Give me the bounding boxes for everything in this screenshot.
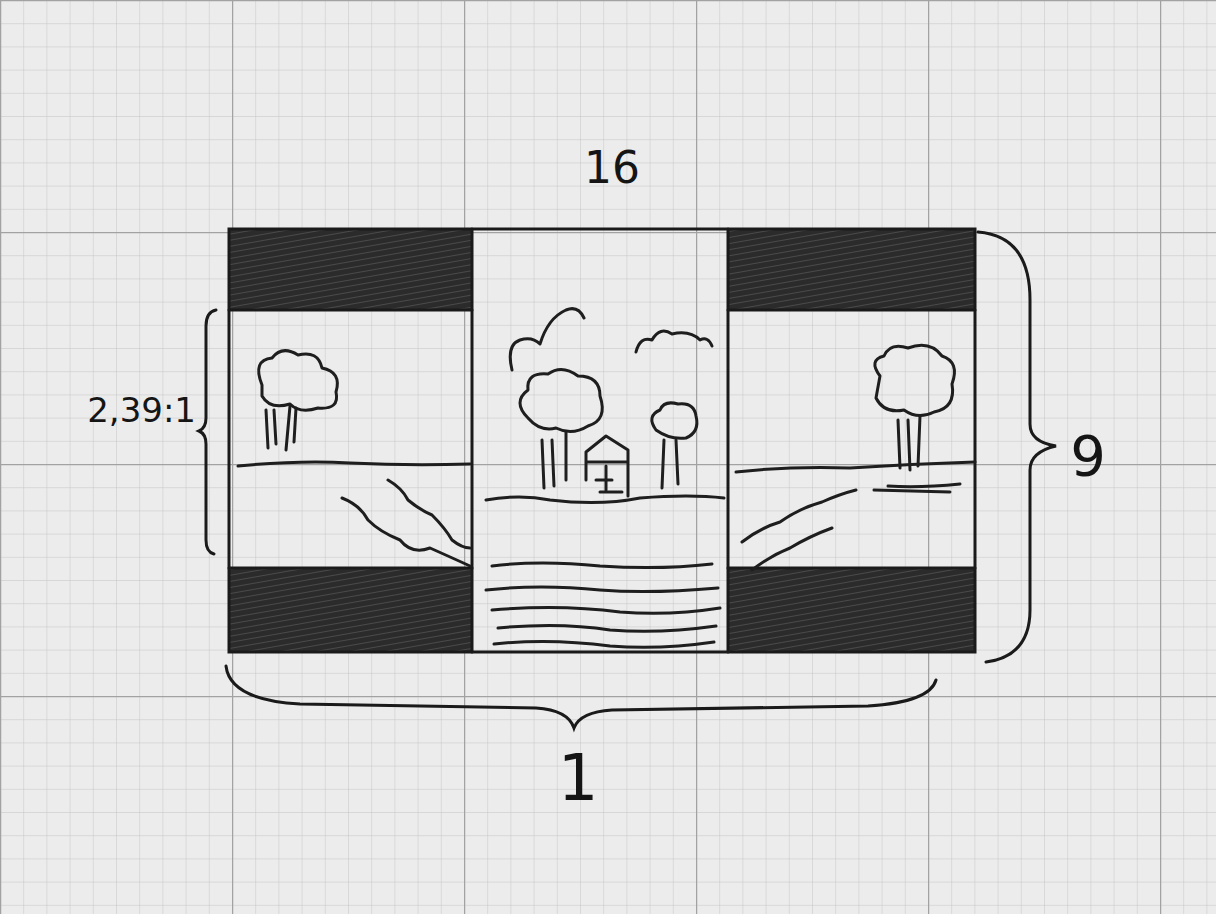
river-bank [342,498,470,566]
ground [874,484,960,492]
cloud [510,309,584,370]
width-ratio: 16 [584,146,640,190]
bar-edge [229,567,472,570]
brace [978,232,1056,662]
trunk [898,416,920,470]
brace [199,310,216,554]
divider [727,229,730,652]
river-bank [752,528,832,570]
tree [652,403,697,438]
divider [471,229,474,652]
bar-edge [728,567,975,570]
height-ratio: 9 [1070,428,1106,484]
trunk [542,432,566,488]
horizon [238,462,470,466]
wave [486,587,718,592]
river-bank [742,490,856,542]
trunk [266,406,296,450]
black-bar [728,568,975,652]
bar-edge [728,309,975,312]
wave [492,563,712,568]
tree [520,369,602,431]
bar-edge [229,309,472,312]
cloud [636,331,712,352]
wave [494,641,714,647]
house [586,436,628,496]
aspect-ratio: 2,39:1 [87,393,196,427]
letterbox-bars [229,229,975,652]
braces [199,232,1056,728]
landscape-sketch [238,309,975,648]
black-bar [229,229,472,310]
wave [498,625,716,631]
frame-outline [229,229,975,652]
tree [875,345,955,415]
brace [226,666,936,728]
black-bar [728,229,975,310]
wave [492,607,720,613]
horizon [486,496,724,503]
frame [229,229,975,652]
trunk [662,440,678,488]
horizon [736,462,975,472]
river-bank [388,480,470,548]
black-bar [229,568,472,652]
tree [259,351,338,411]
unit-width: 1 [558,746,599,810]
